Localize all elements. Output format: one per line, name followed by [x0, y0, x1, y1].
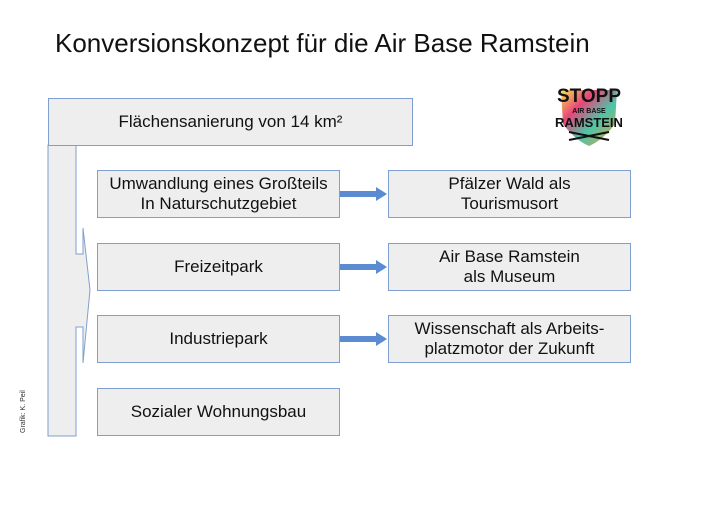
svg-text:RAMSTEIN: RAMSTEIN [555, 115, 623, 130]
right-box-tourismus: Pfälzer Wald als Tourismusort [388, 170, 631, 218]
left-box-wohnungsbau: Sozialer Wohnungsbau [97, 388, 340, 436]
arrow-2 [340, 260, 387, 274]
header-box: Flächensanierung von 14 km² [48, 98, 413, 146]
right-box-wissenschaft: Wissenschaft als Arbeits- platzmotor der… [388, 315, 631, 363]
page-title: Konversionskonzept für die Air Base Rams… [55, 28, 590, 58]
left-box-freizeitpark: Freizeitpark [97, 243, 340, 291]
right-box-museum: Air Base Ramstein als Museum [388, 243, 631, 291]
left-box-naturschutz: Umwandlung eines Großteils In Naturschut… [97, 170, 340, 218]
arrow-1 [340, 187, 387, 201]
left-box-industriepark: Industriepark [97, 315, 340, 363]
stopp-ramstein-logo: STOPP AIR BASE RAMSTEIN [553, 80, 625, 150]
graphic-credit: Grafik: K. Peil [20, 390, 27, 433]
svg-text:STOPP: STOPP [557, 86, 621, 107]
bracket-connector [47, 144, 91, 437]
svg-text:AIR BASE: AIR BASE [572, 108, 606, 115]
arrow-3 [340, 332, 387, 346]
